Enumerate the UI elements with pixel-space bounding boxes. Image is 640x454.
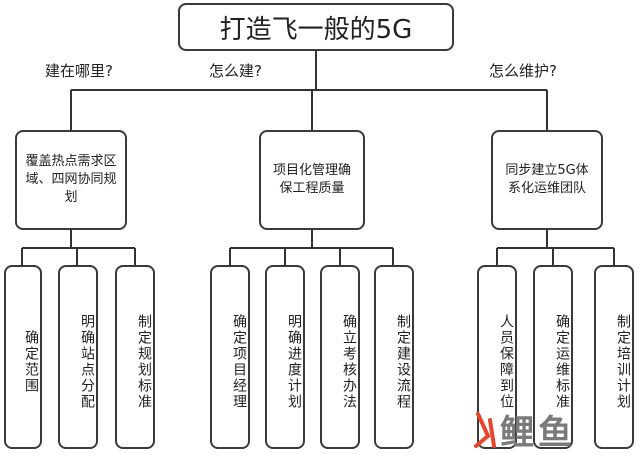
leaf-node: 确定范围 bbox=[4, 265, 42, 449]
branch-node-project: 项目化管理确保工程质量 bbox=[259, 130, 365, 230]
leaf-node: 制定建设流程 bbox=[374, 265, 414, 449]
leaf-node: 制定规划标准 bbox=[115, 265, 155, 449]
leaf-node: 人员保障到位 bbox=[477, 265, 517, 449]
watermark-text: 鲤鱼 bbox=[500, 413, 576, 453]
leaf-node: 确定项目经理 bbox=[210, 265, 250, 449]
watermark-logo-icon bbox=[474, 412, 496, 448]
leaf-node: 确定运维标准 bbox=[533, 265, 573, 449]
question-maintain: 怎么维护? bbox=[489, 62, 557, 80]
leaf-node: 明确进度计划 bbox=[265, 265, 305, 449]
root-node: 打造飞一般的5G bbox=[178, 3, 454, 51]
leaf-node: 制定培训计划 bbox=[594, 265, 634, 449]
question-how: 怎么建? bbox=[209, 62, 262, 80]
branch-node-planning: 覆盖热点需求区域、四网协同规划 bbox=[15, 130, 127, 230]
question-where: 建在哪里? bbox=[45, 62, 113, 80]
leaf-node: 明确站点分配 bbox=[58, 265, 98, 449]
branch-node-operations: 同步建立5G体系化运维团队 bbox=[491, 130, 603, 230]
leaf-node: 确立考核办法 bbox=[320, 265, 360, 449]
